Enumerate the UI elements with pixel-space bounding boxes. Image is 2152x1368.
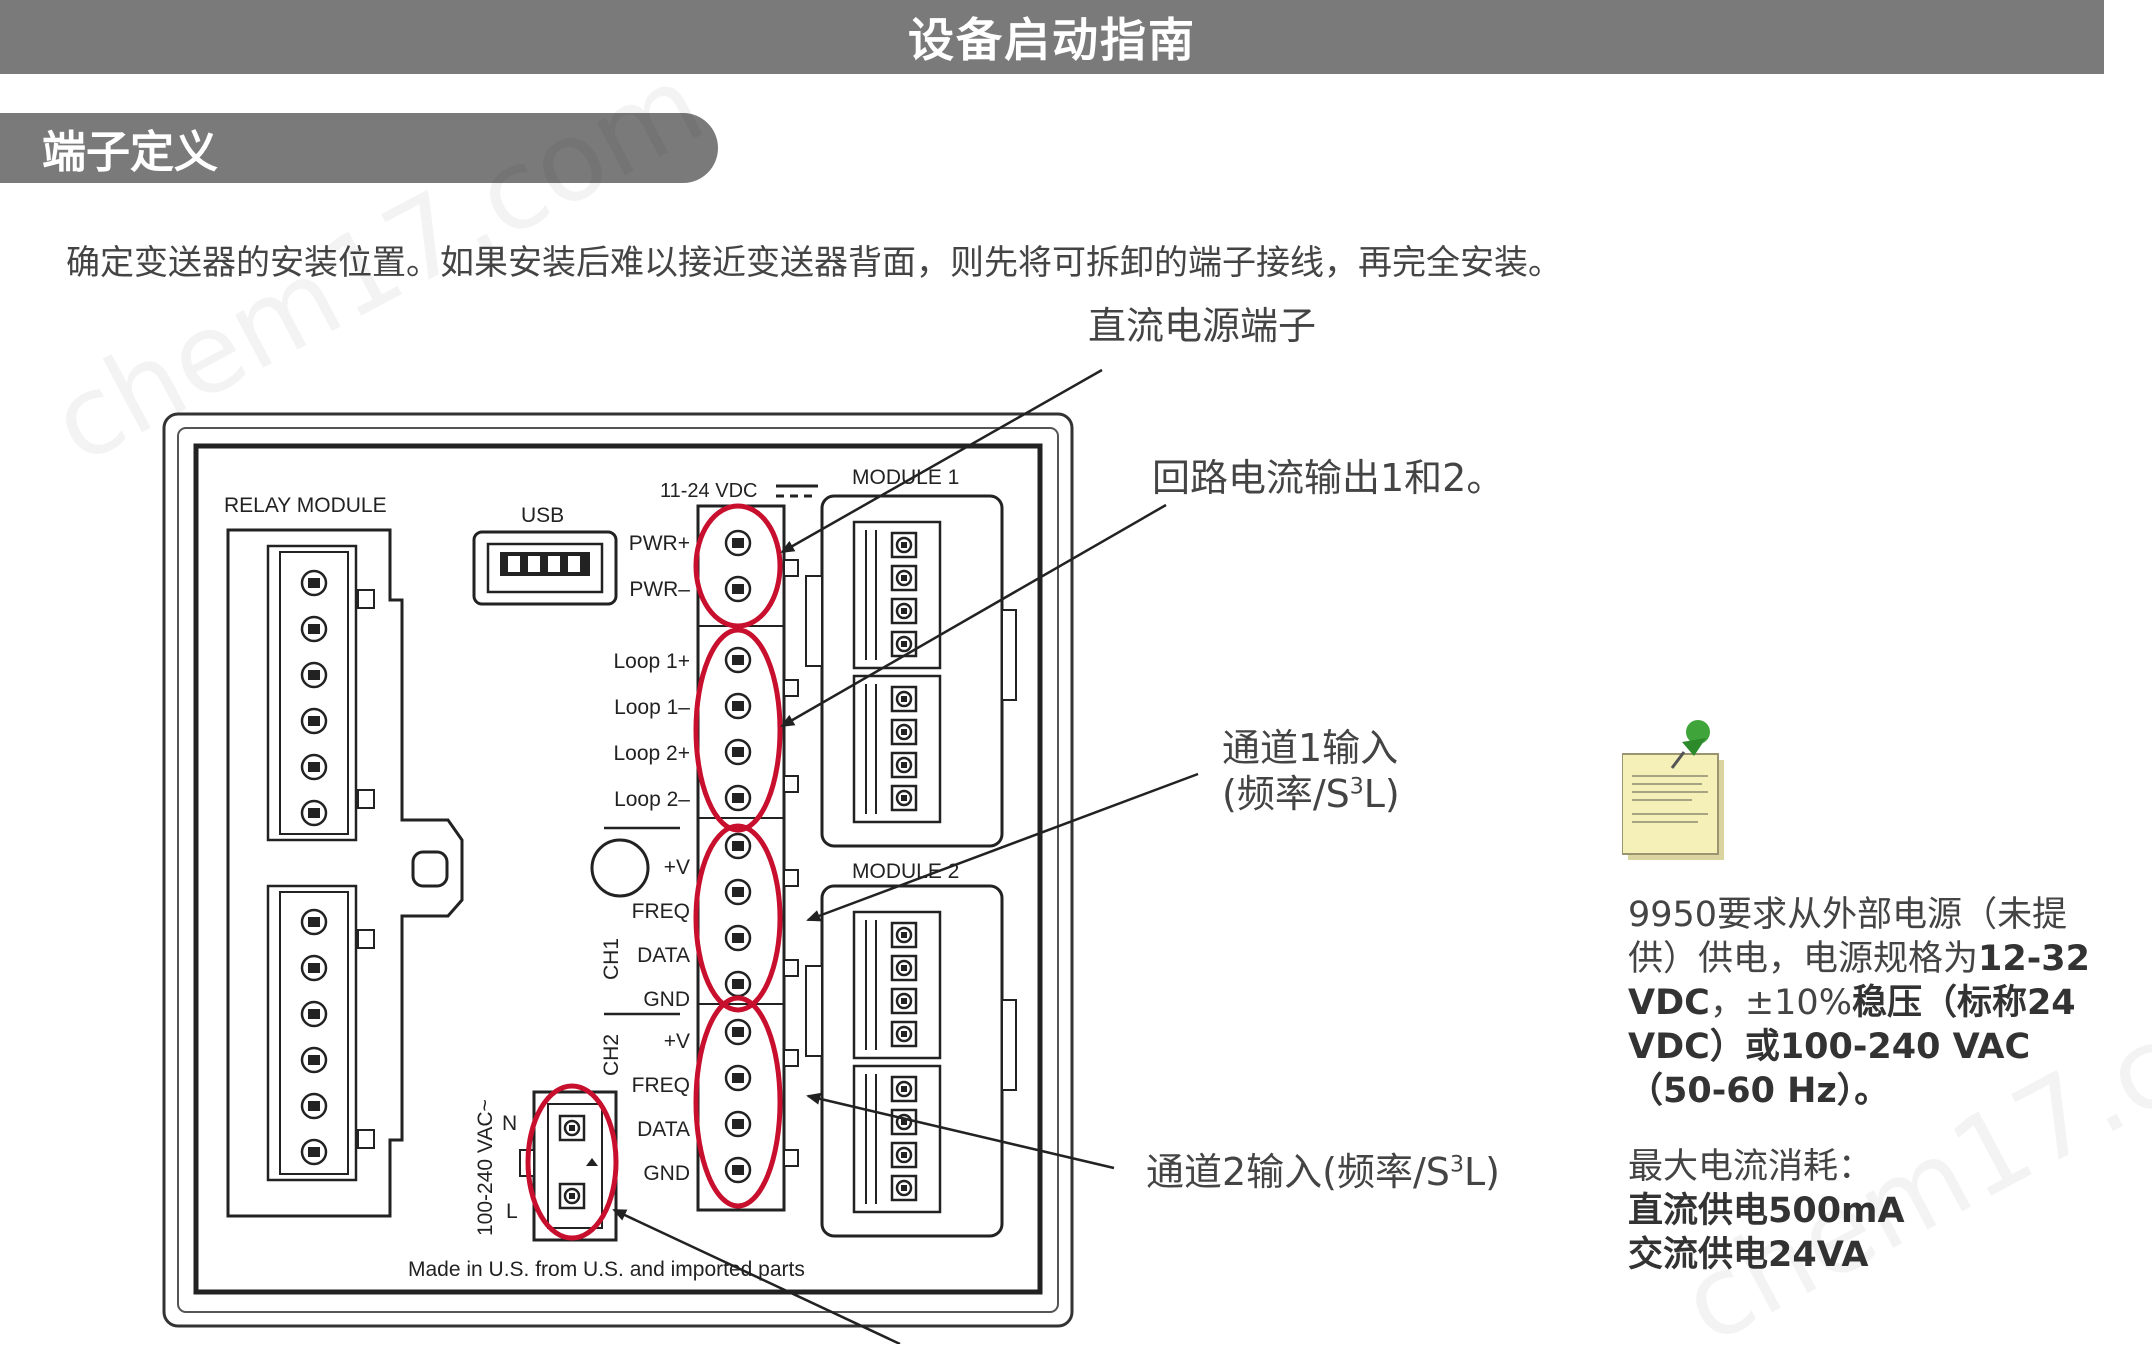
loop2-plus-label: Loop 2+ xyxy=(614,742,691,765)
note-p2-b: 直流供电500mA xyxy=(1628,1191,1905,1231)
section-title: 端子定义 xyxy=(42,127,218,178)
ch1-line2-pre: (频率/S xyxy=(1222,771,1350,816)
intro-text: 确定变送器的安装位置。如果安装后难以接近变送器背面，则先将可拆卸的端子接线，再完… xyxy=(66,243,1562,283)
note-p1-c: ，±10% xyxy=(1709,983,1852,1023)
loop2-minus-label: Loop 2– xyxy=(614,788,690,811)
note-p2-a: 最大电流消耗： xyxy=(1628,1147,1874,1187)
ch1-freq-label: FREQ xyxy=(632,900,690,923)
module2-label: MODULE 2 xyxy=(852,860,959,883)
note-p1-a: 9950要求从外部电源（未提供）供电，电源规格为 xyxy=(1628,895,2068,979)
ch1-v-label: +V xyxy=(664,856,690,879)
pwr-minus-label: PWR– xyxy=(629,578,690,601)
note-paragraph-1: 9950要求从外部电源（未提供）供电，电源规格为12-32 VDC，±10%稳压… xyxy=(1628,893,2108,1113)
pwr-plus-label: PWR+ xyxy=(629,532,690,555)
ch1-gnd-label: GND xyxy=(643,988,690,1011)
callout-dc-power: 直流电源端子 xyxy=(1088,304,1317,348)
usb-label: USB xyxy=(521,504,564,527)
loop1-plus-label: Loop 1+ xyxy=(614,650,691,673)
ch2-gnd-label: GND xyxy=(643,1162,690,1185)
ch2-input-sup: 3 xyxy=(1449,1152,1464,1178)
ch1-label: CH1 xyxy=(600,938,623,980)
note-pin-icon xyxy=(1622,720,1724,860)
n-label: N xyxy=(502,1112,517,1135)
module1-label: MODULE 1 xyxy=(852,466,959,489)
ch2-input-post: L) xyxy=(1463,1150,1500,1194)
ac-voltage-label: 100-240 VAC~ xyxy=(474,1099,497,1236)
ch2-v-label: +V xyxy=(664,1030,690,1053)
callout-ch1-line1: 通道1输入 xyxy=(1222,726,1399,770)
ch2-freq-label: FREQ xyxy=(632,1074,690,1097)
loop1-minus-label: Loop 1– xyxy=(614,696,690,719)
note-p1-d: 稳压（标称24 VDC）或100-240 VAC（50-60 Hz）。 xyxy=(1628,983,2076,1111)
ch1-data-label: DATA xyxy=(637,944,690,967)
power-note: 9950要求从外部电源（未提供）供电，电源规格为12-32 VDC，±10%稳压… xyxy=(1628,893,2108,1277)
callout-ch2-input: 通道2输入(频率/S3L) xyxy=(1146,1150,1500,1196)
note-p1-b: 12-32 VDC xyxy=(1628,939,2090,1023)
ch2-data-label: DATA xyxy=(637,1118,690,1141)
callout-ch1-input: 通道1输入 (频率/S3L) xyxy=(1222,726,1400,817)
callout-ch1-line2: (频率/S3L) xyxy=(1222,772,1400,818)
relay-module-label: RELAY MODULE xyxy=(224,494,387,517)
callout-loop-output: 回路电流输出1和2。 xyxy=(1152,456,1505,500)
vdc-label: 11-24 VDC xyxy=(660,480,757,502)
made-in-label: Made in U.S. from U.S. and imported part… xyxy=(408,1258,805,1281)
page-title: 设备启动指南 xyxy=(908,13,1196,67)
header-bar: 设备启动指南 xyxy=(0,0,2104,74)
ch1-line2-post: L) xyxy=(1363,771,1400,816)
ch1-line2-sup: 3 xyxy=(1349,773,1364,799)
l-label: L xyxy=(506,1200,518,1223)
ch2-input-pre: 通道2输入(频率/S xyxy=(1146,1150,1450,1194)
section-tab: 端子定义 xyxy=(0,113,718,183)
ch2-label: CH2 xyxy=(600,1034,623,1076)
note-p2-c: 交流供电24VA xyxy=(1628,1235,1869,1275)
